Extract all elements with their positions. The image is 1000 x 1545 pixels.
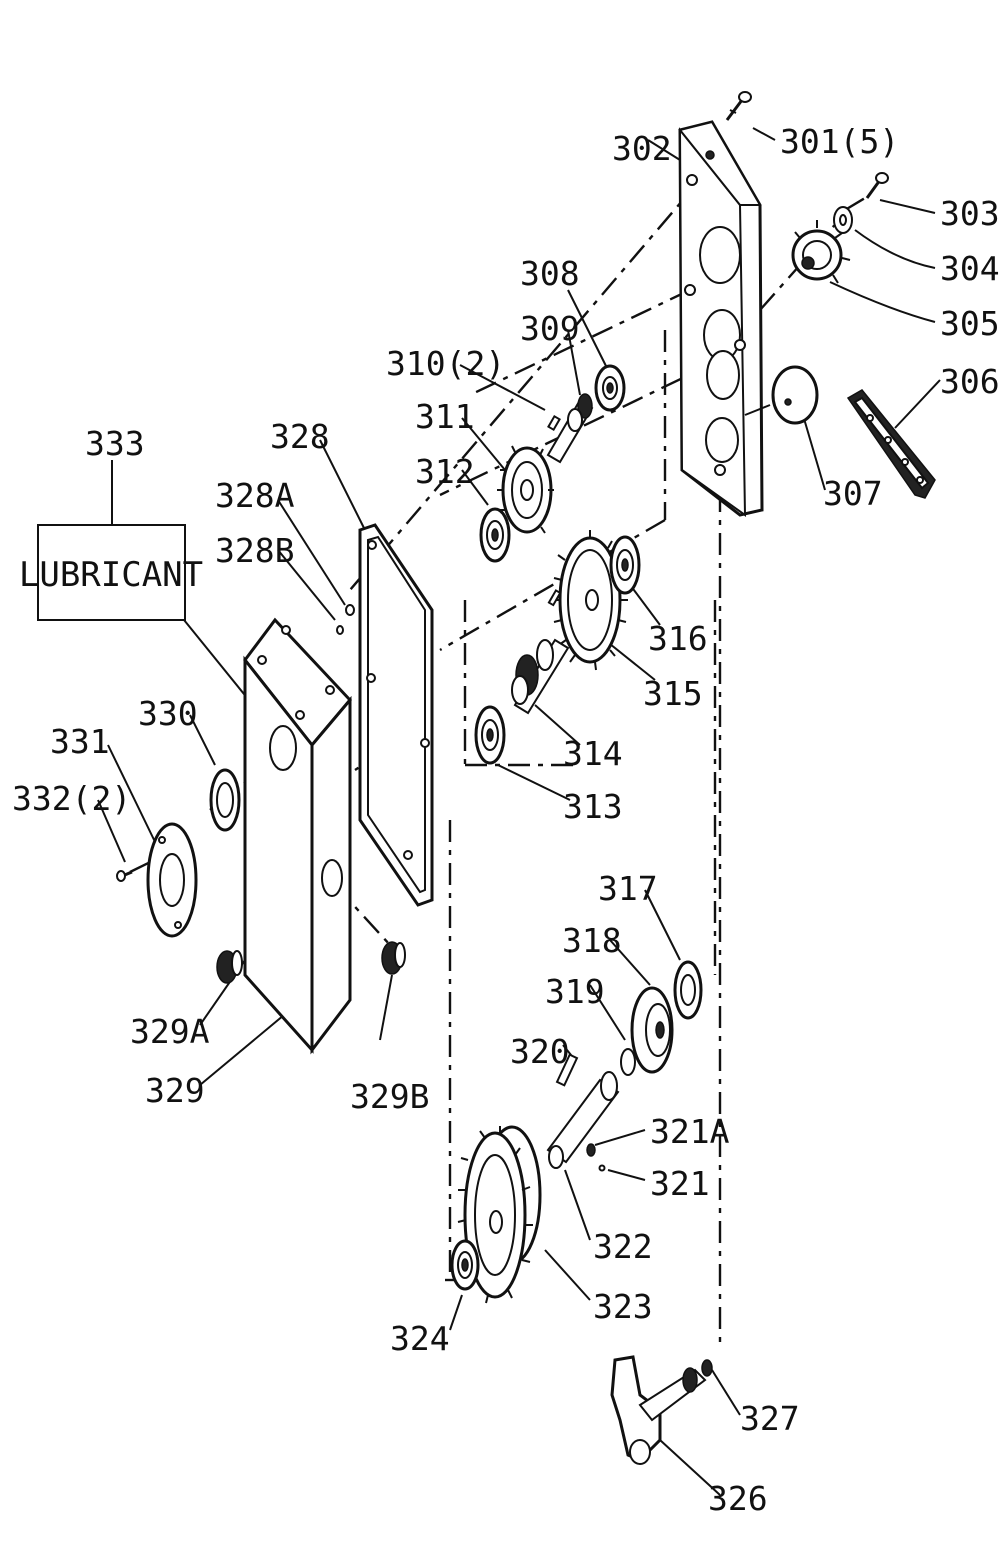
part-327-retaining-ring xyxy=(701,1359,713,1377)
label-310: 310(2) xyxy=(386,344,505,383)
label-327: 327 xyxy=(740,1399,800,1438)
label-307: 307 xyxy=(823,474,883,513)
part-321-ball xyxy=(598,1164,606,1172)
label-328b: 328B xyxy=(215,531,294,570)
part-318-collar xyxy=(630,986,674,1074)
part-322-main-shaft xyxy=(546,1071,620,1169)
label-328a: 328A xyxy=(215,476,295,515)
label-328: 328 xyxy=(270,417,330,456)
part-303-screw xyxy=(865,172,889,199)
label-329a: 329A xyxy=(130,1012,210,1051)
part-320-key xyxy=(555,1053,579,1087)
part-302-gearbox-cover xyxy=(678,120,764,517)
label-329b: 329B xyxy=(350,1077,429,1116)
label-301: 301(5) xyxy=(780,122,899,161)
label-320: 320 xyxy=(510,1032,570,1071)
label-318: 318 xyxy=(562,921,622,960)
part-305-sprocket xyxy=(791,220,851,284)
part-311-gear xyxy=(497,445,554,534)
label-317: 317 xyxy=(598,869,658,908)
part-312-bearing xyxy=(479,507,511,563)
part-301-screw xyxy=(725,91,752,121)
label-326: 326 xyxy=(708,1479,768,1518)
label-332: 332(2) xyxy=(12,779,131,818)
part-306-chain xyxy=(846,389,936,499)
part-330-seal xyxy=(209,768,241,832)
leader-lines xyxy=(97,127,941,1496)
label-321: 321 xyxy=(650,1164,710,1203)
lubricant-label: LUBRICANT xyxy=(19,555,203,595)
part-317-bearing xyxy=(673,960,703,1020)
label-306: 306 xyxy=(940,362,1000,401)
part-307-knob xyxy=(744,365,819,425)
part-314-pinion-shaft xyxy=(511,638,570,715)
part-323-double-gear xyxy=(457,1125,542,1304)
label-331: 331 xyxy=(50,722,110,761)
label-319: 319 xyxy=(545,972,605,1011)
part-333-lubricant-box: LUBRICANT xyxy=(19,524,203,621)
label-312: 312 xyxy=(415,452,475,491)
part-313-bearing xyxy=(474,705,506,765)
label-308: 308 xyxy=(520,254,580,293)
part-304-washer xyxy=(833,206,853,234)
part-328a-328b-fittings xyxy=(336,604,355,635)
label-309: 309 xyxy=(520,309,580,348)
label-315: 315 xyxy=(643,674,703,713)
part-326-shift-fork xyxy=(610,1355,707,1465)
label-313: 313 xyxy=(563,787,623,826)
label-323: 323 xyxy=(593,1287,653,1326)
label-333: 333 xyxy=(85,424,145,463)
label-316: 316 xyxy=(648,619,708,658)
part-329-housing xyxy=(243,617,353,1055)
label-322: 322 xyxy=(593,1227,653,1266)
part-329a-plug xyxy=(216,950,243,984)
part-308-bearing xyxy=(594,364,626,412)
label-303: 303 xyxy=(940,194,1000,233)
label-314: 314 xyxy=(563,734,623,773)
part-332-screw xyxy=(116,870,133,882)
label-304: 304 xyxy=(940,249,1000,288)
label-305: 305 xyxy=(940,304,1000,343)
part-315-gear xyxy=(547,530,628,671)
part-328-gasket xyxy=(358,523,434,907)
label-321a: 321A xyxy=(650,1112,730,1151)
part-324-bearing xyxy=(450,1239,480,1291)
part-321a-setscrew xyxy=(586,1143,596,1157)
label-329: 329 xyxy=(145,1071,205,1110)
part-309-shaft xyxy=(546,393,594,464)
label-330: 330 xyxy=(138,694,198,733)
label-324: 324 xyxy=(390,1319,450,1358)
part-319-ring xyxy=(620,1048,636,1076)
part-316-bearing xyxy=(609,535,641,595)
label-302: 302 xyxy=(612,129,672,168)
label-311: 311 xyxy=(415,397,475,436)
part-329b-plug xyxy=(381,941,406,975)
part-number-labels: 301(5) 302 303 304 305 306 307 308 309 3… xyxy=(12,122,1000,1518)
part-331-flange xyxy=(146,822,198,938)
